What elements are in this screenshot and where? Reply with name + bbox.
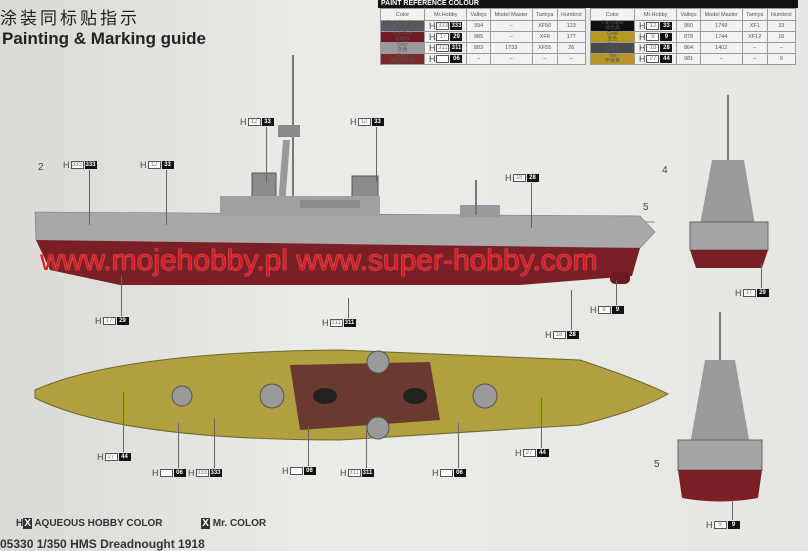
leader-line: [732, 500, 733, 520]
ship-bow-view: [689, 95, 769, 268]
leader-line: [121, 276, 122, 316]
model-master-code: –: [489, 53, 533, 65]
leader-line: [214, 418, 215, 468]
legend-x-box-2: X: [201, 518, 210, 529]
leader-line: [458, 423, 459, 468]
marking-number: 5: [654, 459, 660, 470]
legend-mr-color: Mr. COLOR: [212, 518, 267, 529]
tamiya-code: –: [741, 53, 768, 65]
title-chinese: 涂装同标贴指示: [0, 9, 140, 29]
legend-x-box: X: [23, 518, 32, 529]
leader-line: [123, 392, 124, 452]
ship-top-view: [34, 349, 670, 441]
tamiya-code: –: [531, 53, 558, 65]
marking-number: 2: [38, 162, 44, 173]
legend-h-box: H: [16, 518, 24, 529]
humbrol-code: –: [556, 53, 587, 65]
marking-number: 4: [662, 165, 668, 176]
leader-line: [166, 170, 167, 225]
vallejo-code: 985: [466, 31, 491, 43]
paint-table-title: PAINT REFERENCE COLOUR: [378, 0, 588, 8]
leader-line: [761, 263, 762, 288]
model-master-code: –: [699, 53, 743, 65]
leader-line: [178, 423, 179, 468]
leader-line: [616, 280, 617, 305]
page-title: Painting & Marking guide: [2, 29, 207, 48]
leader-line: [308, 426, 309, 466]
vallejo-code: –: [466, 53, 491, 65]
legend-aqueous: AQUEOUS HOBBY COLOR: [34, 518, 163, 529]
leader-line: [348, 298, 349, 318]
leader-line: [266, 127, 267, 182]
leader-line: [376, 127, 377, 182]
ship-side-profile: [34, 55, 656, 285]
marking-number: 5: [643, 202, 649, 213]
legend: HX AQUEOUS HOBBY COLOR X Mr. COLOR: [16, 518, 266, 529]
watermark-text: www.mojehobby.pl www.super-hobby.com: [40, 244, 598, 277]
footer-kit-title: 05330 1/350 HMS Dreadnought 1918: [0, 537, 205, 551]
humbrol-code: 9: [766, 53, 797, 65]
leader-line: [571, 290, 572, 330]
leader-line: [531, 183, 532, 228]
leader-line: [366, 428, 367, 468]
vallejo-code: 981: [676, 53, 701, 65]
ship-stern-view: [677, 312, 763, 502]
leader-line: [541, 398, 542, 448]
paint-table-title-bar: [588, 0, 798, 8]
leader-line: [89, 170, 90, 225]
